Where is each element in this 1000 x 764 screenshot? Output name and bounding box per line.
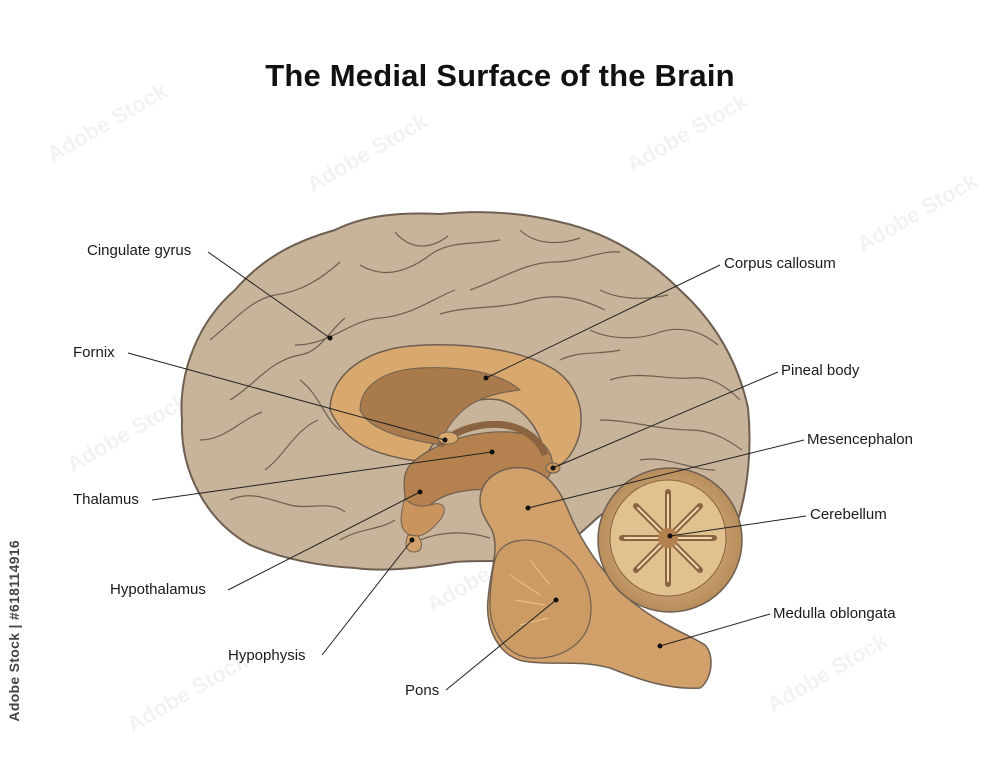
label-pons: Pons — [405, 682, 440, 699]
label-mesencephalon: Mesencephalon — [807, 431, 913, 448]
cerebellum — [597, 467, 743, 613]
label-pineal-body: Pineal body — [781, 362, 860, 379]
lateral-ventricle — [359, 367, 522, 446]
label-hypophysis: Hypophysis — [228, 647, 306, 664]
leader-dots — [327, 335, 673, 649]
stock-id-text: Adobe Stock | #618114916 — [6, 540, 22, 722]
leader-lines — [127, 251, 807, 691]
hypothalamus — [400, 496, 445, 537]
label-hypothalamus: Hypothalamus — [110, 581, 206, 598]
label-corpus-callosum: Corpus callosum — [724, 255, 836, 272]
anterior-commissure — [437, 431, 459, 445]
label-cingulate-gyrus: Cingulate gyrus — [87, 242, 192, 259]
label-thalamus: Thalamus — [73, 491, 139, 508]
pons-striations — [509, 559, 551, 626]
diagram-title: The Medial Surface of the Brain — [265, 58, 735, 93]
label-fornix: Fornix — [73, 344, 115, 361]
label-cerebellum: Cerebellum — [810, 506, 887, 523]
label-medulla-oblongata: Medulla oblongata — [773, 605, 896, 622]
pons — [489, 539, 592, 659]
sulci-lines — [199, 229, 743, 541]
hypophysis — [405, 534, 422, 553]
